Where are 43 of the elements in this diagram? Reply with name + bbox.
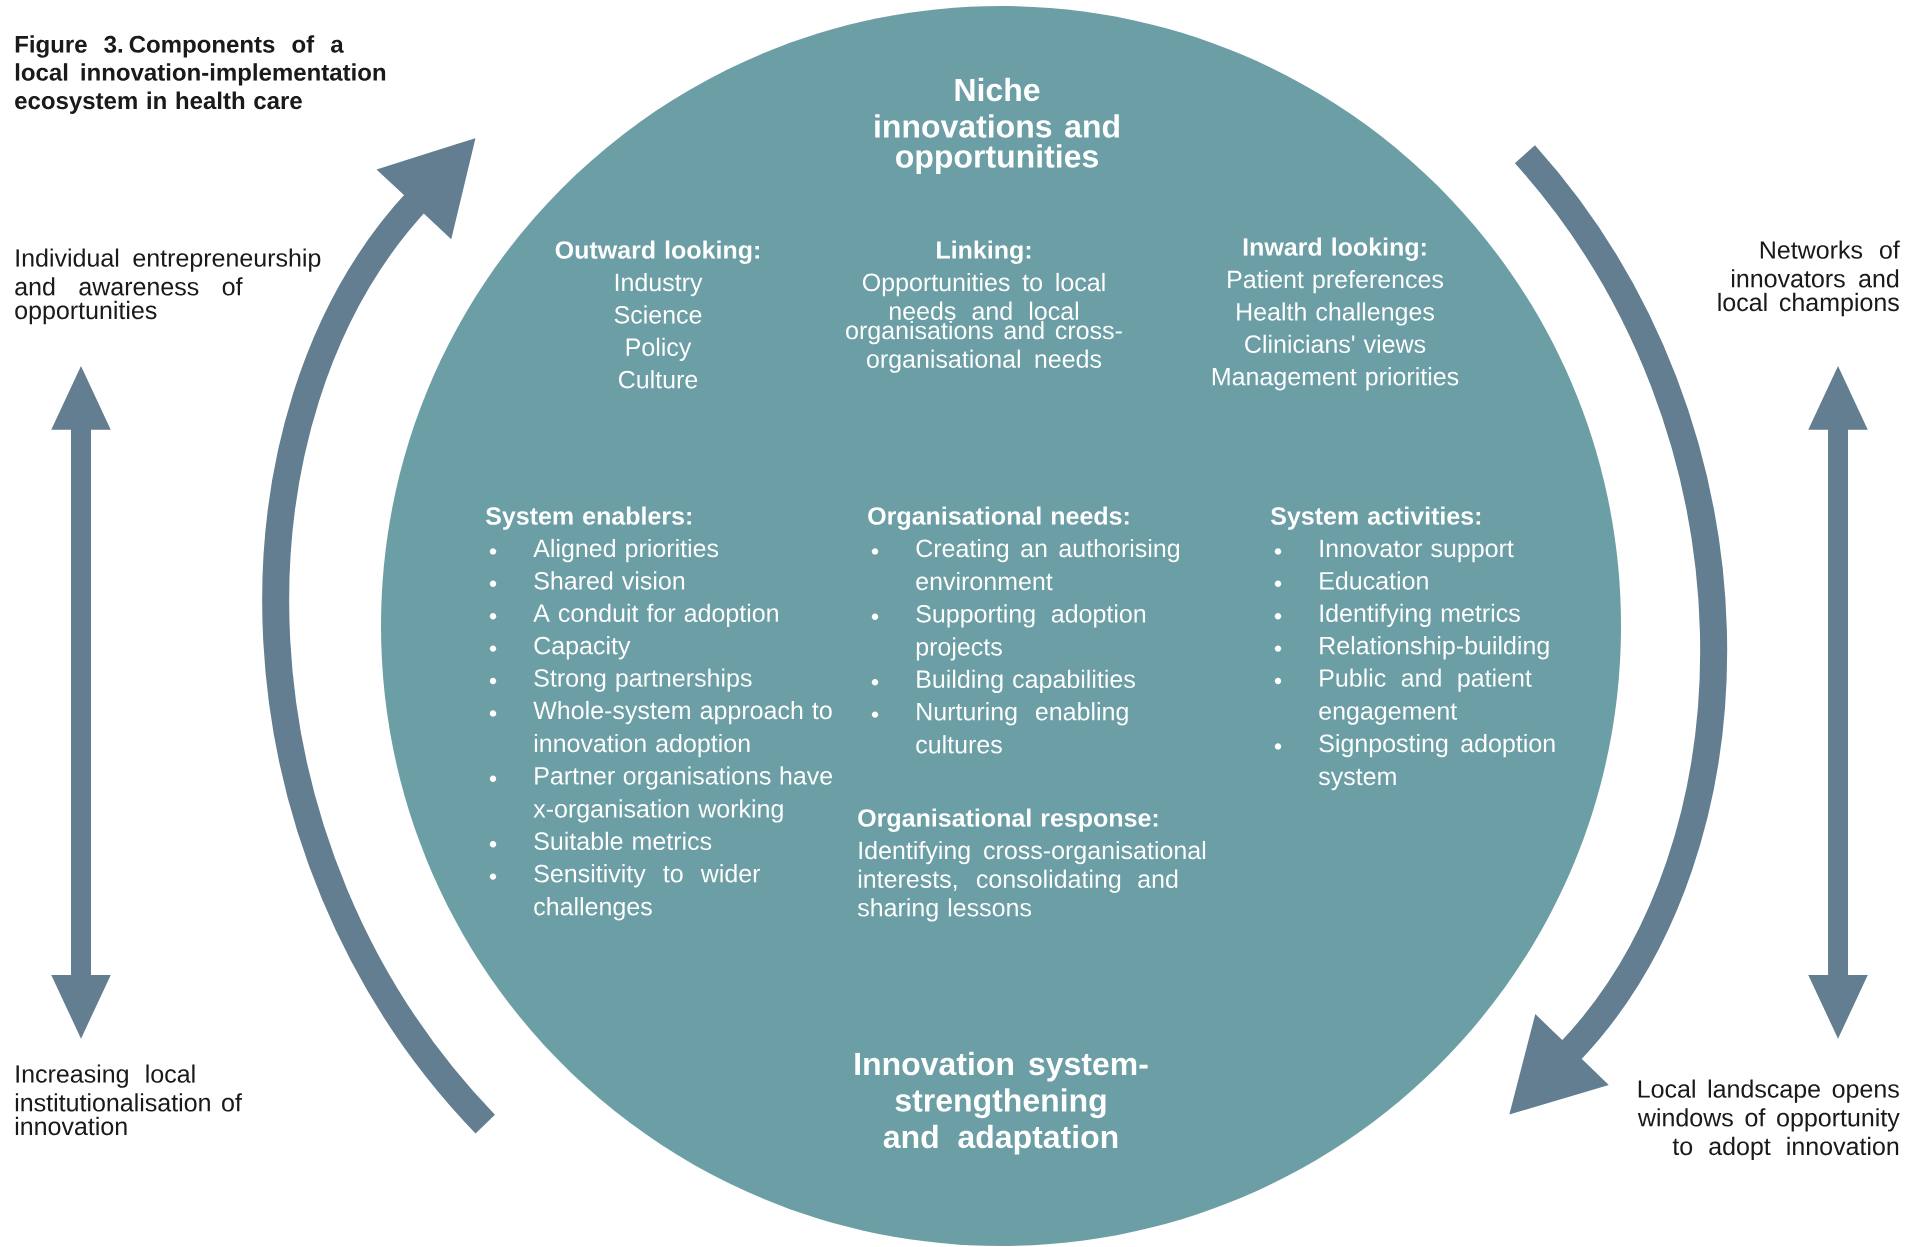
list-item: Public and patient engagement [1274, 668, 1532, 725]
list-item: Policy [626, 337, 692, 361]
list-item: Suitable metrics [489, 831, 712, 851]
list-item: Science [614, 305, 702, 324]
section-heading: Organisational needs: [868, 506, 1129, 530]
list-item: Signposting adoption system [1274, 733, 1555, 791]
list-item: Aligned priorities [489, 538, 719, 563]
list-item: A conduit for adoption [489, 603, 778, 627]
list-item: Clinicians' views [1245, 334, 1426, 354]
list-item: Strong partnerships [489, 668, 752, 692]
section-heading: Inward looking: [1243, 237, 1426, 261]
section-heading: Innovation system-strengthening and adaptation [855, 1051, 1148, 1155]
list-item: Shared vision [489, 571, 685, 590]
list-item: Patient preferences [1228, 269, 1443, 294]
side-note: Local landscape opens windows of opportunity to adopt innovation [1637, 1079, 1900, 1161]
list-item: Sensitivity to wider challenges [489, 864, 761, 921]
side-note: Increasing local institutionalisation of innovation [15, 1064, 242, 1136]
list-item: Identifying metrics [1274, 603, 1520, 627]
body-text: Opportunities to local needs and local organisations and cross-organisational needs [846, 272, 1122, 373]
list-item: Building capabilities [871, 669, 1135, 693]
section-heading: Outward looking: [555, 240, 759, 264]
list-item: Creating an authorising environment [871, 538, 1180, 591]
section-heading: Niche innovations and opportunities [875, 77, 1119, 175]
body-text: Identifying cross-organisational interests, consolidating and sharing lessons [857, 840, 1206, 922]
section-heading: Linking: [937, 240, 1031, 264]
list-item: Health challenges [1237, 302, 1434, 326]
list-item: Nurturing enabling cultures [871, 702, 1128, 754]
side-note: Networks of innovators and local champions [1718, 240, 1900, 317]
list-item: Capacity [489, 636, 631, 660]
side-note: Individual entrepreneurship and awareness of opportunities [15, 248, 321, 325]
section-heading: System enablers: [485, 506, 691, 530]
section-heading: Organisational response: [858, 808, 1158, 832]
list-item: Education [1274, 571, 1428, 590]
list-item: Partner organisations have x-organisation working [489, 766, 833, 823]
list-item: Relationship-building [1274, 636, 1549, 660]
section-heading: System activities: [1270, 506, 1481, 530]
list-item: Innovator support [1274, 539, 1514, 563]
list-item: Management priorities [1212, 367, 1459, 391]
list-item: Supporting adoption projects [871, 604, 1146, 661]
list-item: Whole-system approach to innovation adoption [489, 700, 832, 758]
list-item: Industry [615, 272, 703, 297]
list-item: Culture [619, 370, 698, 389]
figure-title: Figure 3. Components of a local innovation-implementation ecosystem in health care [15, 35, 386, 114]
